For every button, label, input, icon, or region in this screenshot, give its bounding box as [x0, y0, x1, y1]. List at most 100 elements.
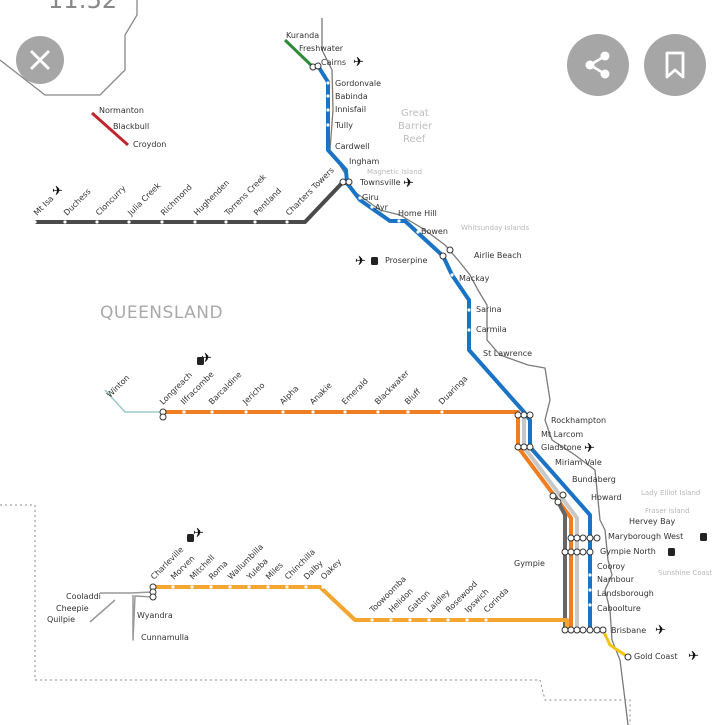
- station-label[interactable]: Pentland: [252, 186, 283, 217]
- station-label[interactable]: Bundaberg: [572, 475, 616, 484]
- interchange-node[interactable]: [567, 548, 575, 556]
- station-label[interactable]: Winton: [105, 373, 131, 399]
- interchange-node[interactable]: [345, 178, 353, 186]
- station-node[interactable]: [210, 410, 214, 414]
- station-label[interactable]: Emerald: [340, 377, 370, 407]
- station-node[interactable]: [190, 585, 194, 589]
- station-label[interactable]: Oakey: [319, 557, 343, 581]
- station-label[interactable]: Sarina: [476, 305, 502, 314]
- station-node[interactable]: [370, 618, 374, 622]
- station-label[interactable]: Cairns: [321, 58, 346, 67]
- interchange-node[interactable]: [573, 534, 581, 542]
- interchange-node[interactable]: [149, 593, 157, 601]
- station-label[interactable]: Cheepie: [56, 604, 89, 613]
- station-node[interactable]: [326, 108, 330, 112]
- interchange-node[interactable]: [579, 548, 587, 556]
- interchange-node[interactable]: [559, 491, 567, 499]
- station-label[interactable]: Quilpie: [47, 615, 75, 624]
- station-node[interactable]: [247, 585, 251, 589]
- station-label[interactable]: Ingham: [349, 157, 379, 166]
- interchange-node[interactable]: [586, 534, 594, 542]
- station-node[interactable]: [326, 94, 330, 98]
- station-label[interactable]: Cooladdi: [66, 592, 101, 601]
- interchange-node[interactable]: [520, 411, 528, 419]
- interchange-node[interactable]: [514, 411, 522, 419]
- station-node[interactable]: [266, 585, 270, 589]
- station-node[interactable]: [588, 603, 592, 607]
- station-node[interactable]: [281, 410, 285, 414]
- station-label[interactable]: Caboolture: [597, 604, 641, 613]
- station-node[interactable]: [370, 205, 374, 209]
- station-node[interactable]: [440, 410, 444, 414]
- interchange-node[interactable]: [567, 534, 575, 542]
- station-label[interactable]: Anakie: [308, 381, 334, 407]
- station-label[interactable]: Cardwell: [335, 142, 370, 151]
- station-label[interactable]: Hervey Bay: [629, 517, 676, 526]
- station-label[interactable]: Cunnamulla: [141, 633, 189, 642]
- station-node[interactable]: [160, 220, 164, 224]
- station-node[interactable]: [253, 220, 257, 224]
- station-label[interactable]: Charters Towers: [284, 166, 336, 218]
- station-label[interactable]: Gympie: [514, 559, 545, 568]
- station-label[interactable]: Home Hill: [398, 209, 437, 218]
- interchange-node[interactable]: [561, 548, 569, 556]
- interchange-node[interactable]: [520, 443, 528, 451]
- station-node[interactable]: [450, 273, 454, 277]
- station-label[interactable]: St Lawrence: [483, 349, 532, 358]
- interchange-node[interactable]: [593, 534, 601, 542]
- interchange-node[interactable]: [446, 246, 454, 254]
- share-button[interactable]: [567, 34, 629, 96]
- interchange-node[interactable]: [314, 62, 322, 70]
- interchange-node[interactable]: [579, 534, 587, 542]
- station-label[interactable]: Carmila: [476, 325, 507, 334]
- station-label[interactable]: Giru: [362, 193, 379, 202]
- station-label[interactable]: Cloncurry: [94, 184, 128, 218]
- station-node[interactable]: [228, 585, 232, 589]
- interchange-node[interactable]: [339, 178, 347, 186]
- station-label[interactable]: Mackay: [459, 274, 490, 283]
- station-label[interactable]: Normanton: [99, 106, 144, 115]
- station-label[interactable]: Richmond: [159, 183, 194, 218]
- station-label[interactable]: Landsborough: [597, 589, 654, 598]
- station-label[interactable]: Alpha: [278, 384, 301, 407]
- station-node[interactable]: [376, 410, 380, 414]
- close-button[interactable]: [16, 36, 64, 84]
- station-label[interactable]: Gympie North: [600, 547, 656, 556]
- station-label[interactable]: Brisbane: [611, 626, 646, 635]
- station-label[interactable]: Bluff: [403, 387, 423, 407]
- station-label[interactable]: Mt Larcom: [541, 430, 583, 439]
- station-label[interactable]: Croydon: [133, 140, 166, 149]
- station-label[interactable]: Cooroy: [597, 562, 625, 571]
- station-label[interactable]: Gold Coast: [634, 652, 678, 661]
- station-node[interactable]: [397, 219, 401, 223]
- station-node[interactable]: [244, 410, 248, 414]
- interchange-node[interactable]: [593, 626, 601, 634]
- interchange-node[interactable]: [599, 626, 607, 634]
- station-label[interactable]: Wyandra: [137, 611, 173, 620]
- station-node[interactable]: [484, 618, 488, 622]
- station-node[interactable]: [427, 618, 431, 622]
- station-node[interactable]: [311, 410, 315, 414]
- station-node[interactable]: [209, 585, 213, 589]
- station-label[interactable]: Airlie Beach: [474, 251, 522, 260]
- station-label[interactable]: Kuranda: [286, 31, 319, 40]
- station-node[interactable]: [193, 220, 197, 224]
- station-node[interactable]: [285, 220, 289, 224]
- station-label[interactable]: Duchess: [62, 187, 92, 217]
- station-node[interactable]: [416, 230, 420, 234]
- station-node[interactable]: [95, 220, 99, 224]
- interchange-node[interactable]: [549, 492, 557, 500]
- station-node[interactable]: [224, 220, 228, 224]
- station-node[interactable]: [304, 585, 308, 589]
- station-label[interactable]: Ayr: [375, 203, 389, 212]
- station-node[interactable]: [406, 410, 410, 414]
- interchange-node[interactable]: [573, 626, 581, 634]
- station-label[interactable]: Proserpine: [385, 256, 427, 265]
- station-node[interactable]: [344, 161, 348, 165]
- interchange-node[interactable]: [624, 653, 632, 661]
- interchange-node[interactable]: [573, 548, 581, 556]
- interchange-node[interactable]: [526, 443, 534, 451]
- station-label[interactable]: Innisfail: [335, 105, 366, 114]
- station-node[interactable]: [408, 618, 412, 622]
- interchange-node[interactable]: [514, 443, 522, 451]
